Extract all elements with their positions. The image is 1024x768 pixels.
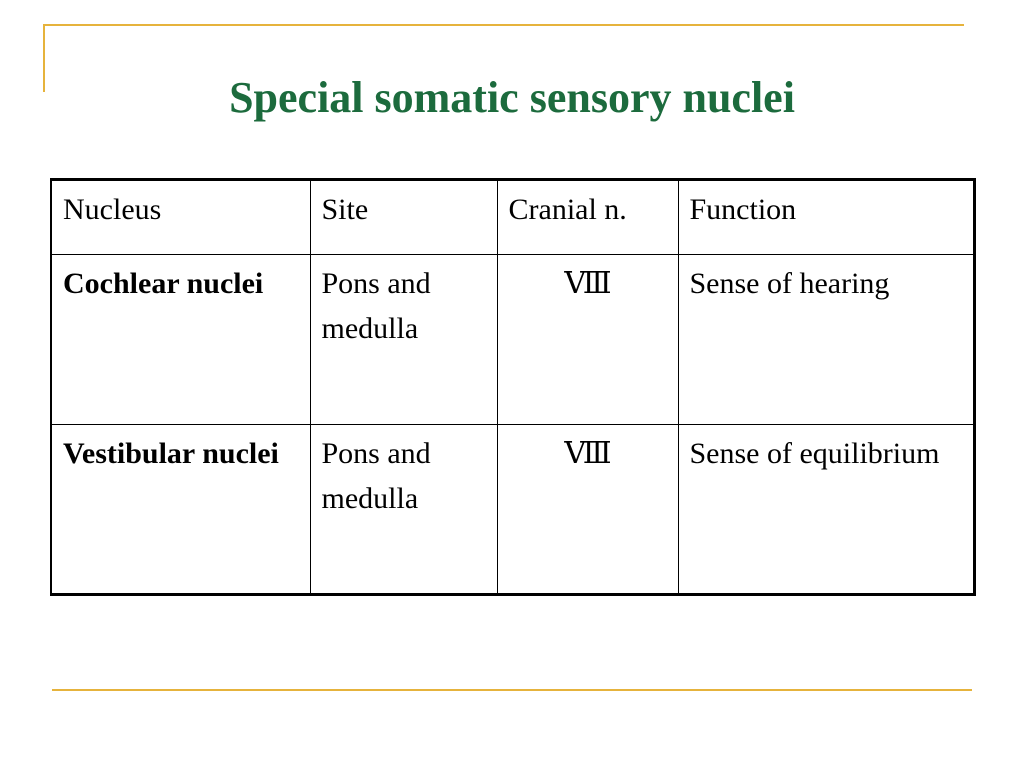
cranial-nerve-cell: Ⅷ	[496, 254, 679, 425]
nucleus-cell: Cochlear nuclei	[50, 254, 311, 425]
function-cell: Sense of equilibrium	[677, 424, 975, 595]
site-cell: Pons and medulla	[309, 254, 498, 425]
nucleus-cell: Vestibular nuclei	[50, 424, 311, 595]
table-row: Vestibular nuclei Pons and medulla Ⅷ Sen…	[50, 424, 975, 595]
table-row: Cochlear nuclei Pons and medulla Ⅷ Sense…	[50, 254, 975, 425]
header-function: Function	[677, 179, 975, 255]
function-cell: Sense of hearing	[677, 254, 975, 425]
left-accent-line	[43, 24, 45, 92]
site-cell: Pons and medulla	[309, 424, 498, 595]
table-header-row: Nucleus Site Cranial n. Function	[50, 179, 975, 255]
header-cranial-nerve: Cranial n.	[496, 179, 679, 255]
cranial-nerve-cell: Ⅷ	[496, 424, 679, 595]
nuclei-table: Nucleus Site Cranial n. Function Cochlea…	[50, 178, 976, 596]
header-site: Site	[309, 179, 498, 255]
slide-title: Special somatic sensory nuclei	[229, 73, 795, 122]
top-accent-line	[43, 24, 964, 26]
bottom-accent-line	[52, 689, 972, 691]
header-nucleus: Nucleus	[50, 179, 311, 255]
